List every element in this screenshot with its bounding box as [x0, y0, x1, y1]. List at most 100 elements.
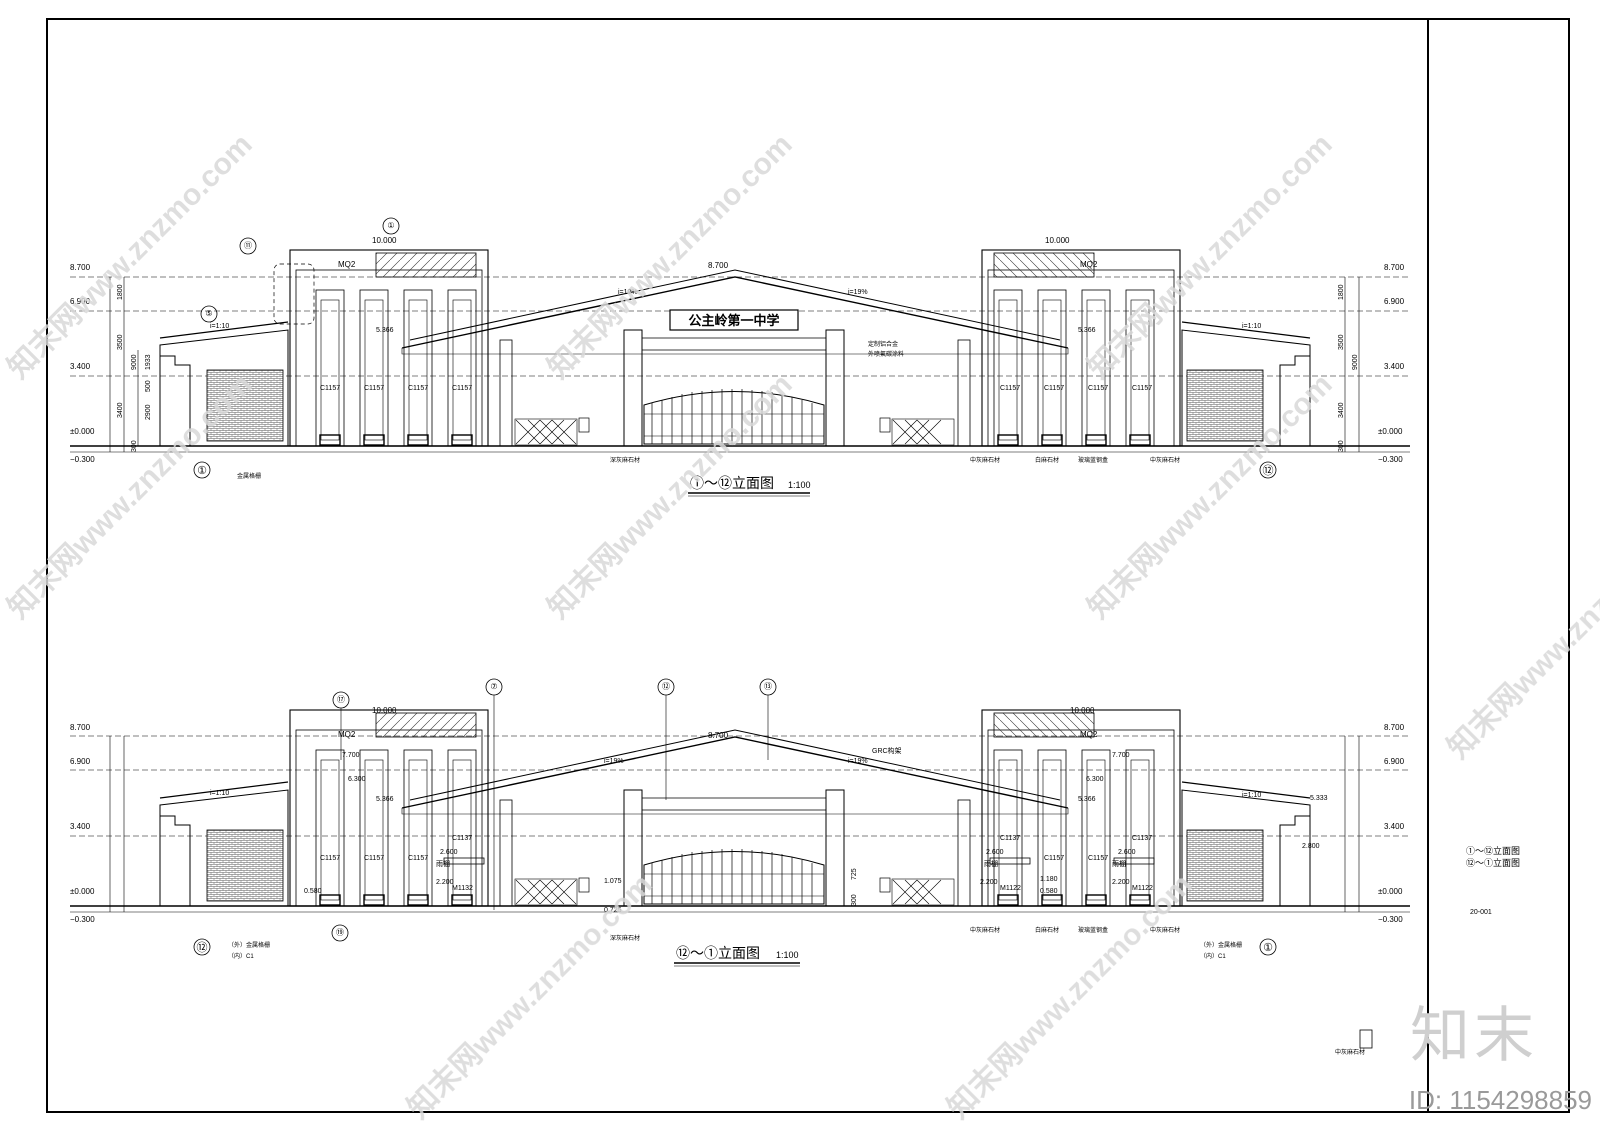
canopy-label: 雨棚 — [1112, 859, 1126, 868]
window-tag: C1157 — [1044, 385, 1064, 392]
material-note: 中灰麻石材 — [970, 926, 1000, 934]
window-tag: C1137 — [452, 835, 472, 842]
material-note: 中灰麻石材 — [1150, 456, 1180, 464]
dimension-text: 1800 — [1338, 284, 1345, 300]
material-note: 白麻石材 — [1035, 926, 1059, 934]
level-label: 2.200 — [1112, 879, 1130, 886]
level-label: 5.366 — [376, 796, 394, 803]
level-label: 10.000 — [1045, 236, 1070, 245]
level-label: 8.700 — [1384, 263, 1405, 272]
slope-label: i=1:10 — [210, 790, 229, 797]
material-note: 定制铝合金 — [868, 340, 898, 348]
sheet-border — [46, 18, 1570, 1113]
slope-label: i=19% — [604, 758, 624, 765]
window-tag: C1157 — [1044, 855, 1064, 862]
dimension-text: 9000 — [131, 354, 138, 370]
svg-text:知末网www.znzmo.com: 知末网www.znzmo.com — [1442, 508, 1600, 765]
svg-text:知末网www.znzmo.com: 知末网www.znzmo.com — [1082, 128, 1339, 385]
door-tag: M1122 — [1132, 885, 1153, 892]
window-tag: C1157 — [408, 385, 428, 392]
material-note: 深灰麻石材 — [610, 456, 640, 464]
drawing-list-item: ⑫～①立面图 — [1466, 857, 1520, 868]
canopy-label: 雨棚 — [984, 859, 998, 868]
slope-label: i=19% — [618, 289, 638, 296]
level-label: ±0.000 — [1378, 427, 1403, 436]
axis-bubble: ⑫ — [197, 941, 208, 954]
dimension-text: 9000 — [1352, 354, 1359, 370]
slope-label: i=19% — [848, 758, 868, 765]
detail-callout: ⑲ — [336, 928, 344, 937]
level-label: 0.580 — [304, 888, 322, 895]
sheet-number: 20-001 — [1470, 909, 1492, 916]
material-note: （外）金属格栅 — [228, 941, 270, 949]
window-tag: C1137 — [1000, 835, 1020, 842]
level-label: 6.900 — [1384, 757, 1405, 766]
svg-text:知末网www.znzmo.com: 知末网www.znzmo.com — [542, 128, 799, 385]
level-label: 6.900 — [70, 757, 91, 766]
detail-callout: ① — [387, 221, 394, 230]
window-tag: C1157 — [320, 855, 340, 862]
level-label: 10.000 — [1070, 706, 1095, 715]
level-label: 2.800 — [1302, 843, 1320, 850]
window-tag: C1157 — [1000, 385, 1020, 392]
axis-bubble: ⑫ — [1263, 464, 1274, 477]
dimension-text: 1933 — [145, 354, 152, 370]
svg-text:知末网www.znzmo.com: 知末网www.znzmo.com — [2, 368, 259, 625]
material-note: 玻璃蓝钢盒 — [1078, 926, 1108, 934]
slope-label: i=1:10 — [1242, 323, 1261, 330]
level-label: −0.300 — [1378, 915, 1403, 924]
level-label: 10.000 — [372, 706, 397, 715]
level-label: 3.400 — [1384, 822, 1405, 831]
door-tag: M1122 — [1000, 885, 1021, 892]
dimension-text: 300 — [851, 894, 858, 906]
level-label: 2.600 — [440, 849, 458, 856]
door-tag: M1132 — [452, 885, 473, 892]
wall-tag: MQ2 — [1080, 260, 1098, 269]
level-label: −0.300 — [70, 455, 95, 464]
level-label: 5.366 — [1078, 796, 1096, 803]
level-label: 1.180 — [1040, 876, 1058, 883]
level-label: 8.700 — [708, 261, 729, 270]
window-tag: C1157 — [1088, 385, 1108, 392]
level-label: 2.600 — [986, 849, 1004, 856]
level-label: 2.200 — [436, 879, 454, 886]
material-note: 玻璃蓝钢盒 — [1078, 456, 1108, 464]
svg-text:知末网www.znzmo.com: 知末网www.znzmo.com — [2, 128, 259, 385]
school-sign-text: 公主岭第一中学 — [688, 313, 779, 328]
material-note: （内）C1 — [228, 952, 254, 960]
window-tag: C1157 — [364, 855, 384, 862]
canopy-label: 雨棚 — [436, 859, 450, 868]
elevation-scale: 1:100 — [776, 950, 799, 960]
material-note: GRC构架 — [872, 746, 902, 755]
brand-watermark: 知末 — [1410, 1001, 1538, 1071]
window-tag: C1157 — [320, 385, 340, 392]
level-label: 8.700 — [1384, 723, 1405, 732]
material-note: 金属格栅 — [237, 472, 261, 480]
dimension-text: 1800 — [117, 284, 124, 300]
level-label: 8.700 — [708, 731, 729, 740]
axis-bubble: ① — [197, 465, 207, 477]
axis-bubble: ① — [1263, 942, 1273, 954]
elevation-title: ⑫～①立面图 — [676, 945, 760, 961]
material-note: 中灰麻石材 — [1150, 926, 1180, 934]
title-block: ①～⑫立面图 ⑫～①立面图 20-001 中灰麻石材 — [1335, 845, 1520, 1056]
dimension-text: 3500 — [117, 334, 124, 350]
level-label: 8.700 — [70, 263, 91, 272]
level-label: 0.725 — [604, 907, 622, 914]
elevation-1-to-12: 公主岭第一中学 8.700 6.900 3.400 ±0.000 −0.300 … — [70, 217, 1410, 497]
level-label: ±0.000 — [70, 427, 95, 436]
level-label: 5.366 — [1078, 327, 1096, 334]
detail-callout: ⑰ — [337, 695, 345, 704]
document-id: ID: 1154298859 — [1408, 1085, 1592, 1115]
school-sign-board — [669, 309, 799, 331]
wall-tag: MQ2 — [338, 260, 356, 269]
window-tag: C1157 — [1088, 855, 1108, 862]
level-label: −0.300 — [70, 915, 95, 924]
level-label: 0.580 — [1040, 888, 1058, 895]
elevation-title: ①～⑫立面图 — [690, 475, 774, 491]
level-label: −0.300 — [1378, 455, 1403, 464]
svg-text:知末网www.znzmo.com: 知末网www.znzmo.com — [542, 368, 799, 625]
detail-callout: ⑦ — [490, 682, 497, 691]
level-label: 2.600 — [1118, 849, 1136, 856]
